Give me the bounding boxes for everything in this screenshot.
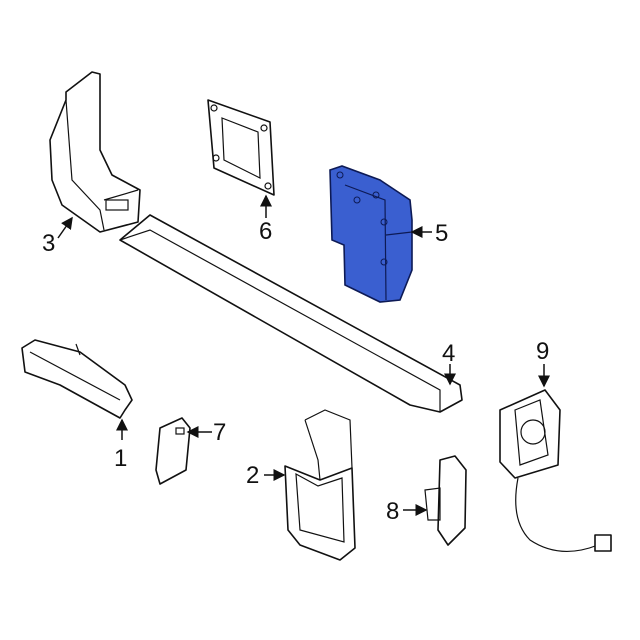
part-3-bracket[interactable] bbox=[49, 71, 141, 233]
part-5-module[interactable] bbox=[329, 165, 413, 303]
callout-5: 5 bbox=[435, 220, 449, 247]
callout-2: 2 bbox=[246, 462, 260, 489]
part-4-rocker-molding[interactable] bbox=[119, 214, 463, 413]
callout-1: 1 bbox=[114, 445, 128, 472]
callout-3: 3 bbox=[42, 230, 56, 257]
callout-arrows bbox=[57, 194, 550, 516]
callout-6: 6 bbox=[259, 218, 273, 245]
callout-8: 8 bbox=[386, 498, 400, 525]
part-1-bracket[interactable] bbox=[21, 339, 133, 419]
callout-9: 9 bbox=[536, 338, 550, 365]
part-2-mud-flap[interactable] bbox=[284, 409, 356, 561]
part-6-plate[interactable] bbox=[207, 99, 275, 196]
part-7-clip[interactable] bbox=[155, 417, 191, 485]
callout-7: 7 bbox=[213, 419, 227, 446]
part-9-port-harness[interactable] bbox=[499, 389, 612, 553]
part-8-cap[interactable] bbox=[424, 455, 467, 546]
callout-4: 4 bbox=[442, 340, 456, 367]
